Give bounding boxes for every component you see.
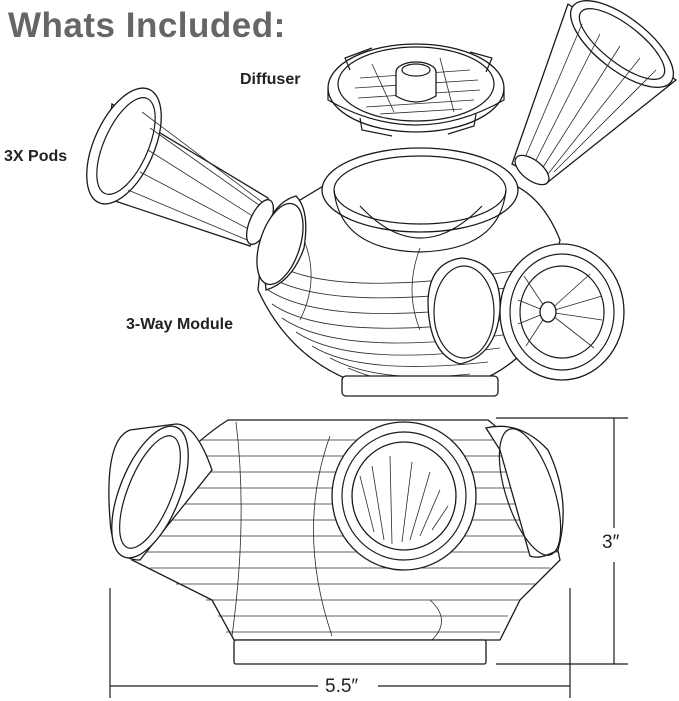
module-label: 3-Way Module xyxy=(126,316,233,333)
pod-left-drawing xyxy=(86,87,275,247)
diffuser-label: Diffuser xyxy=(240,71,301,88)
module-exploded-drawing xyxy=(256,147,561,397)
page-title: Whats Included: xyxy=(8,6,286,45)
pods-label: 3X Pods xyxy=(4,148,68,165)
pod-top-view-drawing xyxy=(499,243,625,381)
pod-right-drawing xyxy=(511,0,678,186)
height-dimension-line xyxy=(496,417,628,665)
module-side-view-drawing xyxy=(108,419,564,665)
width-dimension-label: 5.5″ xyxy=(325,676,359,697)
height-dimension-label: 3″ xyxy=(602,532,620,553)
diffuser-drawing xyxy=(327,43,505,137)
width-dimension-line xyxy=(109,588,571,698)
